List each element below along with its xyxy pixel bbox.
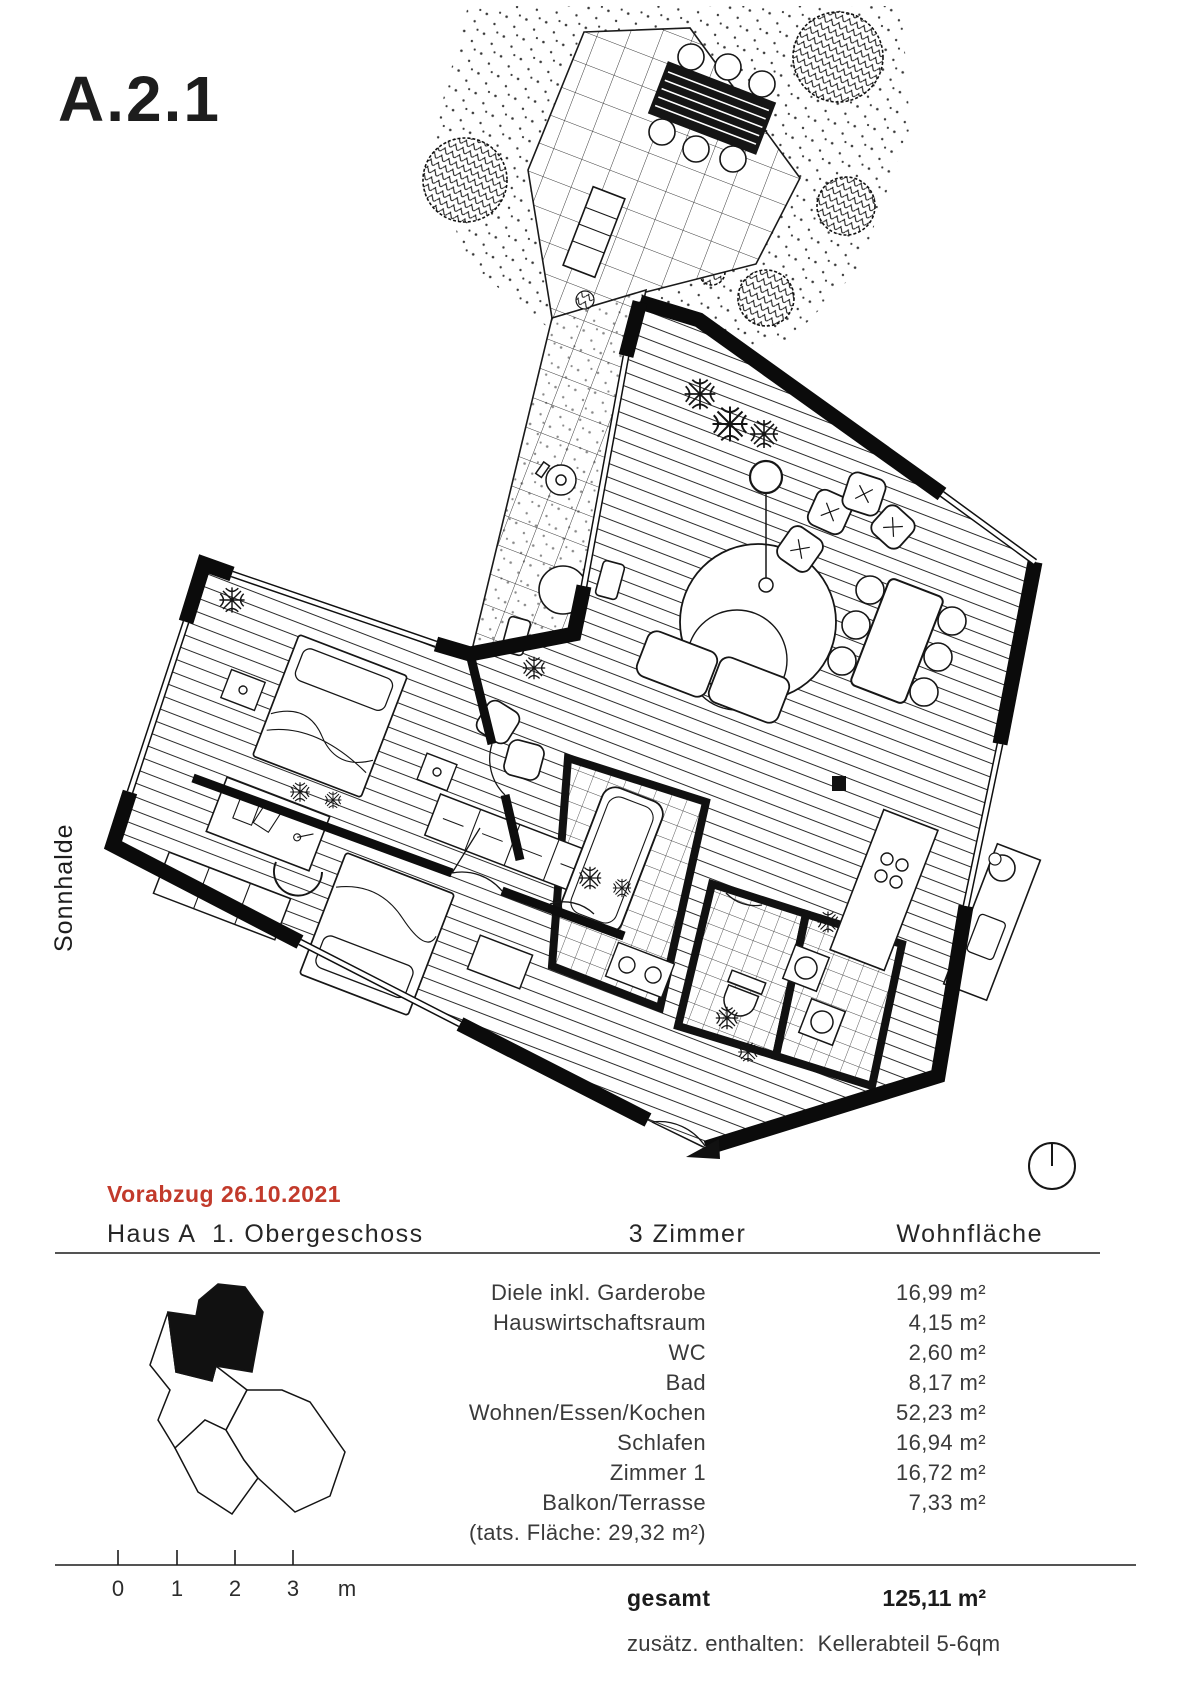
room-name: Zimmer 1 — [609, 1460, 706, 1485]
scale-tick-3: 3 — [286, 1576, 300, 1601]
terrace-pot-plant — [575, 290, 595, 310]
grill — [534, 460, 577, 496]
room-name: (tats. Fläche: 29,32 m²) — [468, 1520, 706, 1545]
scale-unit: m — [337, 1576, 357, 1601]
scale-tick-0: 0 — [111, 1576, 125, 1601]
pouf-chairs — [776, 471, 916, 573]
door-swings — [451, 743, 763, 1148]
room-name: Wohnen/Essen/Kochen — [468, 1400, 706, 1425]
header-rooms-count: 3 Zimmer — [628, 1220, 747, 1248]
dining-table — [827, 575, 967, 707]
room-row: Bad 8,17 m² — [300, 1368, 986, 1398]
room-name: Bad — [665, 1370, 706, 1395]
kitchen-island — [829, 808, 939, 972]
desk-chair — [273, 861, 323, 897]
bed-main — [252, 634, 408, 798]
room-area: 16,99 m² — [895, 1280, 986, 1305]
page-title: A.2.1 — [58, 63, 221, 135]
room-name: WC — [668, 1340, 706, 1365]
header-living-area: Wohnfläche — [896, 1220, 1043, 1248]
key-plan — [149, 1283, 346, 1516]
total-value: 125,11 m² — [882, 1585, 986, 1611]
room-row: Diele inkl. Garderobe 16,99 m² — [300, 1278, 986, 1308]
room-name: Balkon/Terrasse — [542, 1490, 706, 1515]
room-area: 2,60 m² — [908, 1340, 986, 1365]
hanging-chair — [748, 459, 784, 593]
scale-tick-1: 1 — [170, 1576, 184, 1601]
room-area: 7,33 m² — [908, 1490, 986, 1515]
sofa — [635, 630, 791, 724]
scale-tick-2: 2 — [228, 1576, 242, 1601]
room-area: 8,17 m² — [908, 1370, 986, 1395]
additional-note: zusätz. enthalten: Kellerabteil 5-6qm — [627, 1631, 1001, 1656]
room-row: Zimmer 1 16,72 m² — [300, 1458, 986, 1488]
desk — [205, 776, 331, 872]
scale-bar — [55, 1550, 1136, 1566]
terrace-dining-set — [647, 43, 777, 173]
room-table: Diele inkl. Garderobe 16,99 m² Hauswirts… — [300, 1278, 986, 1548]
room-row: Hauswirtschaftsraum 4,15 m² — [300, 1308, 986, 1338]
nightstand — [219, 668, 267, 712]
column — [832, 776, 846, 791]
entrance-arrow-icon — [686, 1139, 720, 1159]
room-row: WC 2,60 m² — [300, 1338, 986, 1368]
room-row: Balkon/Terrasse 7,33 m² — [300, 1488, 986, 1518]
room-name: Schlafen — [617, 1430, 706, 1455]
side-table — [416, 752, 458, 792]
interior-walls — [191, 652, 626, 941]
room-area: 16,72 m² — [895, 1460, 986, 1485]
room-area: 4,15 m² — [908, 1310, 986, 1335]
room-name: Diele inkl. Garderobe — [490, 1280, 706, 1305]
room-row: Schlafen 16,94 m² — [300, 1428, 986, 1458]
room-area — [706, 1518, 986, 1548]
compass-icon — [1028, 1142, 1076, 1190]
bed-second — [299, 852, 455, 1016]
dresser — [466, 934, 534, 990]
room-row: Wohnen/Essen/Kochen 52,23 m² — [300, 1398, 986, 1428]
room-area: 52,23 m² — [895, 1400, 986, 1425]
revision-label: Vorabzug 26.10.2021 — [107, 1181, 342, 1207]
street-label: Sonnhalde — [50, 823, 78, 952]
washing-machines — [781, 943, 847, 1047]
room-row: (tats. Fläche: 29,32 m²) — [300, 1518, 986, 1548]
header-house-floor: Haus A 1. Obergeschoss — [107, 1220, 424, 1248]
room-name: Hauswirtschaftsraum — [493, 1310, 706, 1335]
exterior-walls — [103, 294, 1043, 1156]
terrace-lounger — [562, 185, 626, 279]
window-bands — [126, 355, 1038, 1028]
total-label: gesamt — [627, 1585, 711, 1611]
room-area: 16,94 m² — [895, 1430, 986, 1455]
bath-sink — [604, 941, 676, 999]
